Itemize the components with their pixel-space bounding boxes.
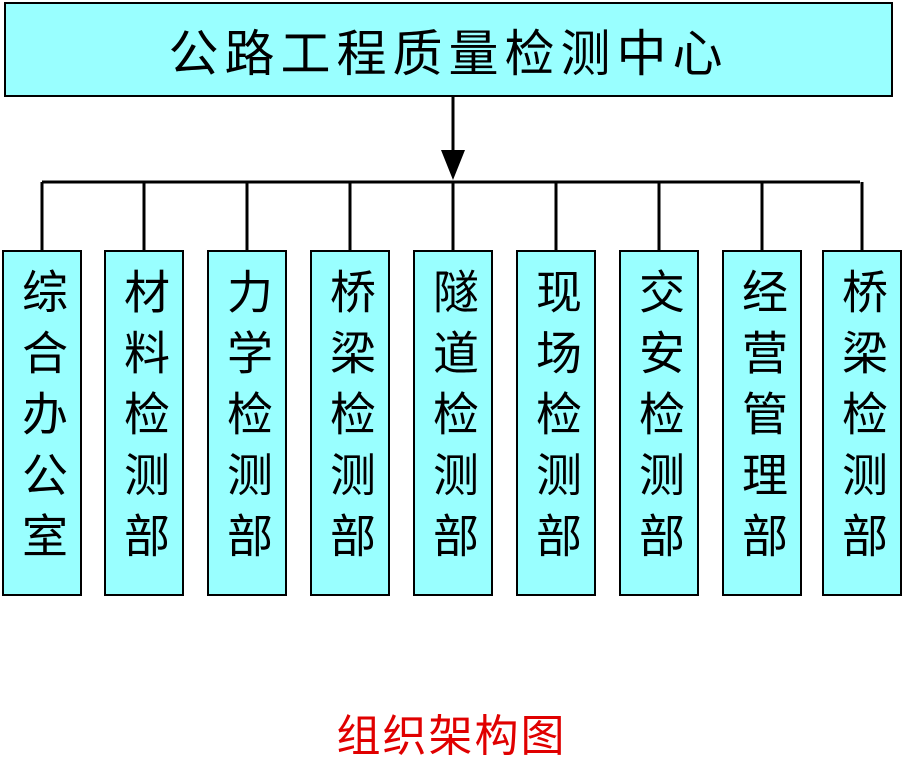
department-box: 桥梁检测部: [310, 250, 390, 596]
department-label: 交安检测部: [632, 268, 686, 573]
department-box: 材料检测部: [104, 250, 184, 596]
department-label: 综合办公室: [15, 268, 69, 573]
department-label: 隧道检测部: [426, 268, 480, 573]
department-box: 力学检测部: [207, 250, 287, 596]
department-label: 现场检测部: [529, 268, 583, 573]
center-title-box: 公路工程质量检测中心: [4, 2, 893, 97]
department-label: 经营管理部: [735, 268, 789, 573]
department-label: 桥梁检测部: [323, 268, 377, 573]
department-box: 现场检测部: [516, 250, 596, 596]
department-label: 力学检测部: [220, 268, 274, 573]
center-title: 公路工程质量检测中心: [168, 24, 729, 83]
department-box: 桥梁检测部: [822, 250, 902, 596]
arrow-head: [441, 150, 465, 180]
diagram-caption: 组织架构图: [336, 711, 567, 762]
department-label: 材料检测部: [117, 268, 171, 573]
department-box: 交安检测部: [619, 250, 699, 596]
department-box: 经营管理部: [722, 250, 802, 596]
department-box: 隧道检测部: [413, 250, 493, 596]
department-box: 综合办公室: [2, 250, 82, 596]
department-label: 桥梁检测部: [835, 268, 889, 573]
